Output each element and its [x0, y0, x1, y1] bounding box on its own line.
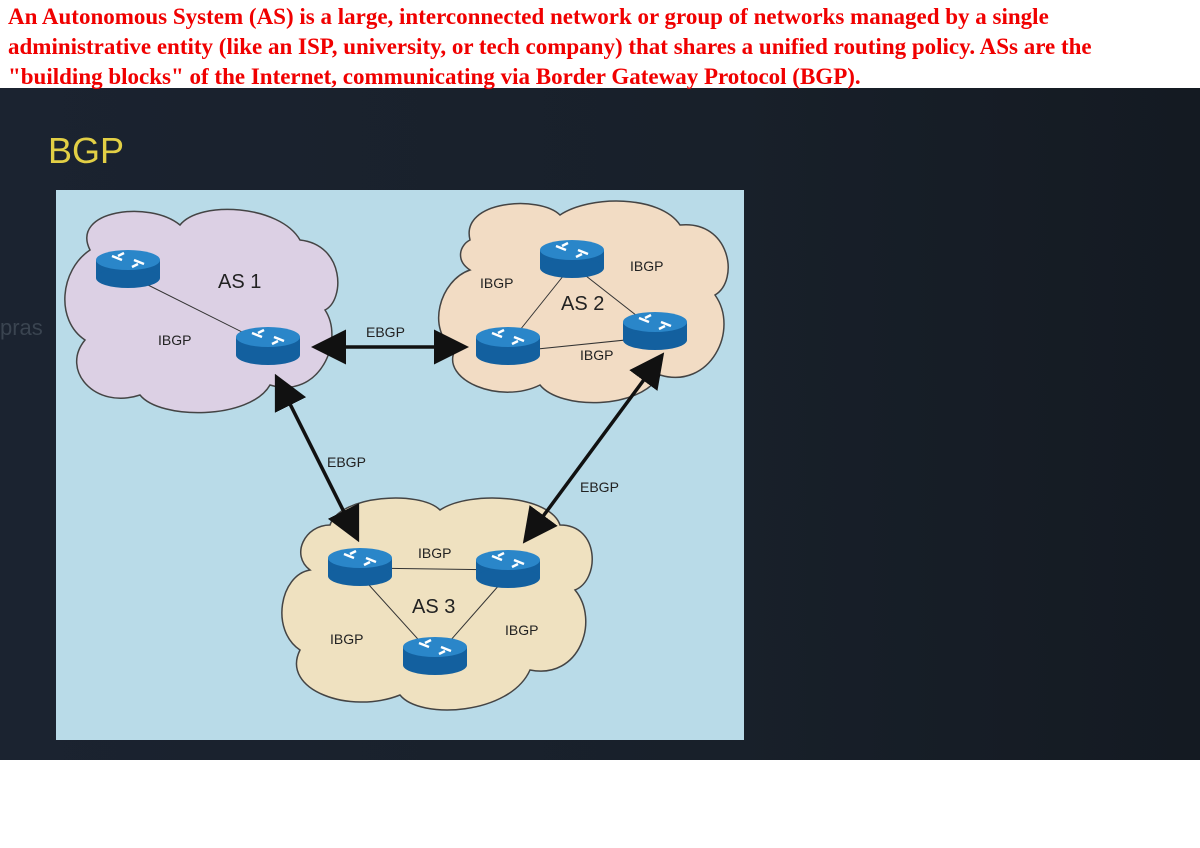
router-icon [474, 548, 542, 590]
ebgp-as1-as3-label: EBGP [327, 454, 366, 470]
as3-ibgp-top-label: IBGP [418, 545, 451, 561]
router-icon [326, 546, 394, 588]
ebgp-as2-as3-label: EBGP [580, 479, 619, 495]
as1-label: AS 1 [218, 271, 261, 293]
router-icon [621, 310, 689, 352]
slide-title: BGP [48, 130, 125, 171]
as2-ibgp-left-label: IBGP [480, 275, 513, 291]
ebgp-link-as1-as3 [274, 373, 360, 543]
as3-ibgp-left-label: IBGP [330, 631, 363, 647]
as2-ibgp-bottom-label: IBGP [580, 347, 613, 363]
as2-ibgp-right-label: IBGP [630, 258, 663, 274]
as1-ibgp-label: IBGP [158, 332, 191, 348]
as3-ibgp-right-label: IBGP [505, 622, 538, 638]
router-icon [94, 248, 162, 290]
router-icon [474, 325, 542, 367]
ebgp-link-as2-as3 [522, 352, 665, 544]
watermark-text: pras [0, 315, 43, 340]
as2-label: AS 2 [561, 293, 604, 315]
caption-text: An Autonomous System (AS) is a large, in… [8, 4, 1092, 89]
ebgp-as1-as2-label: EBGP [366, 324, 405, 340]
router-icon [234, 325, 302, 367]
router-icon [538, 238, 606, 280]
as1-cloud [64, 208, 339, 414]
as3-label: AS 3 [412, 596, 455, 618]
router-icon [401, 635, 469, 677]
